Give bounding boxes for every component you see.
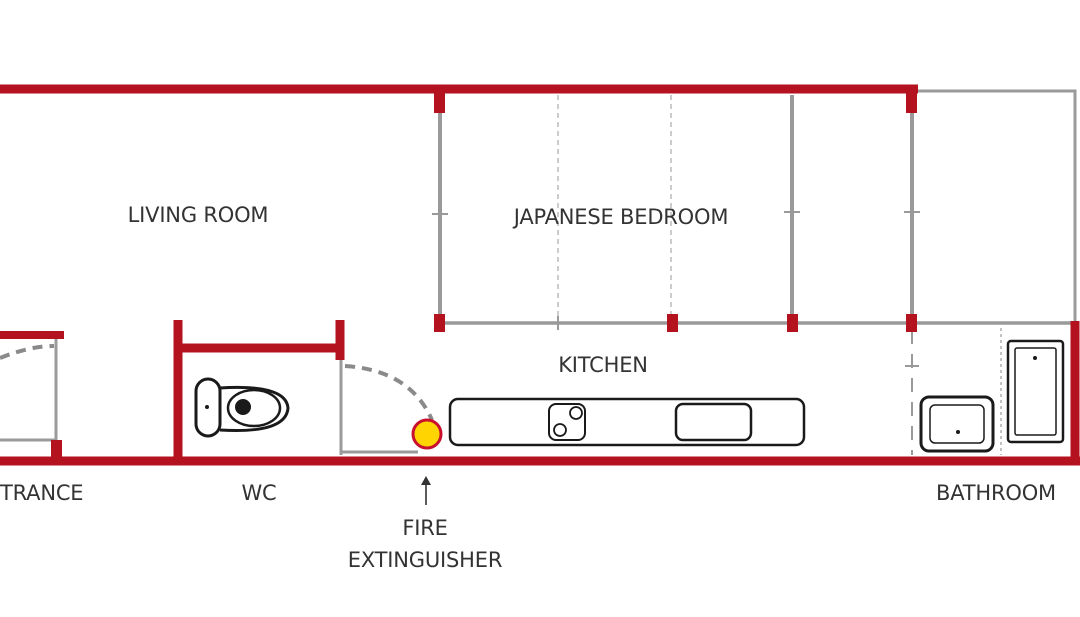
post [51,440,62,461]
bathtub-inner [1014,347,1057,436]
toilet [194,377,290,438]
door-swings [0,344,434,421]
post [906,314,917,332]
counter-top [448,397,806,447]
post [434,89,445,113]
post [906,89,917,113]
japanese-bedroom-label: JAPANESE BEDROOM [512,205,729,229]
fire-extinguisher-icon [411,418,443,450]
fire-extinguisher-label-line1: FIRE [402,516,447,540]
washbasin [919,395,995,453]
post [434,314,445,332]
post [787,314,798,332]
washbasin-inner [929,404,985,444]
entrance-door-swing [0,344,55,360]
walls [0,84,1080,466]
kitchen-door-swing [344,364,434,421]
bathroom-label: BATHROOM [936,481,1056,505]
washbasin-drain [956,430,960,434]
stove [548,403,586,441]
partitions [0,89,1077,455]
toilet-flush [205,405,209,409]
entrance-label: TRANCE [0,481,83,505]
bathtub-outer [1006,339,1065,444]
bathtub-drain [1033,356,1037,360]
toilet-seat [226,388,282,428]
arrow-head-icon [421,476,431,485]
burner [553,423,567,437]
upper-right-room-outline [912,89,1077,325]
fire-extinguisher-arrow [421,476,431,505]
burner [569,406,583,420]
wall-posts [51,89,917,461]
toilet-bowl [219,385,290,432]
fire-extinguisher-label-line2: EXTINGUISHER [348,548,502,572]
wc-label: WC [241,481,276,505]
living-room-label: LIVING ROOM [128,203,269,227]
kitchen-sink [674,402,753,442]
toilet-drain [235,399,251,415]
kitchen-label: KITCHEN [558,353,648,377]
washbasin-outer [919,395,995,453]
post [667,314,678,332]
toilet-tank [194,377,222,438]
kitchen-counter [448,397,806,447]
bathtub [1006,339,1065,444]
